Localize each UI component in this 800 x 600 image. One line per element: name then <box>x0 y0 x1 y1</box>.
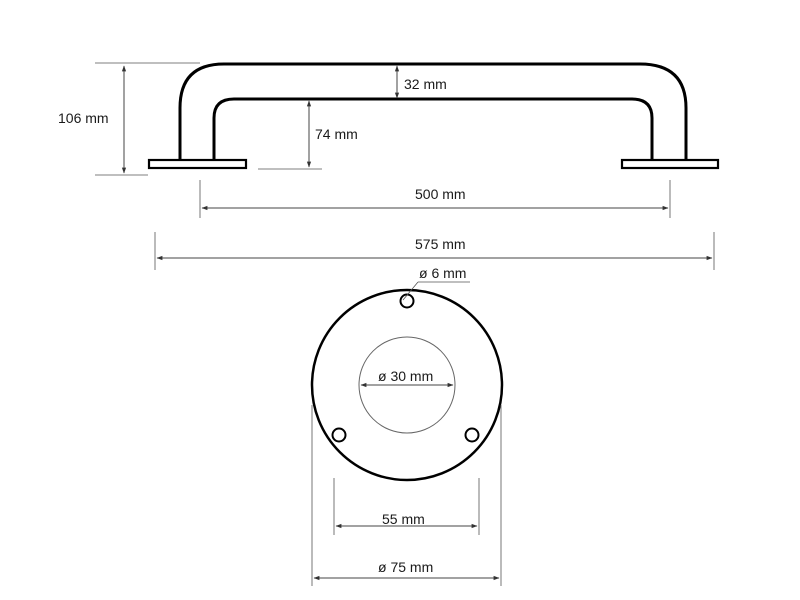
screw-hole-left <box>331 427 347 443</box>
label-height-total: 106 mm <box>58 110 109 126</box>
leader-screw-hole <box>402 281 419 301</box>
label-hole-spacing: 55 mm <box>382 511 425 527</box>
label-inner-circle: ø 30 mm <box>378 368 433 384</box>
label-center-distance: 500 mm <box>415 186 466 202</box>
label-screw-hole: ø 6 mm <box>419 265 466 281</box>
screw-hole-top <box>399 293 415 309</box>
label-tube-diameter: 32 mm <box>404 76 447 92</box>
label-rosette-diameter: ø 75 mm <box>378 559 433 575</box>
left-base-plate <box>147 158 248 170</box>
rosette-view: ø 6 mm ø 30 mm 55 mm ø 75 mm <box>310 265 504 586</box>
side-view: 106 mm 32 mm 74 mm 500 mm 575 mm <box>58 62 720 270</box>
bar-inner-contour <box>212 97 654 160</box>
bar-outer-contour <box>178 62 688 160</box>
label-inner-height: 74 mm <box>315 126 358 142</box>
right-base-plate <box>620 158 720 170</box>
label-overall-length: 575 mm <box>415 236 466 252</box>
screw-hole-right <box>464 427 480 443</box>
